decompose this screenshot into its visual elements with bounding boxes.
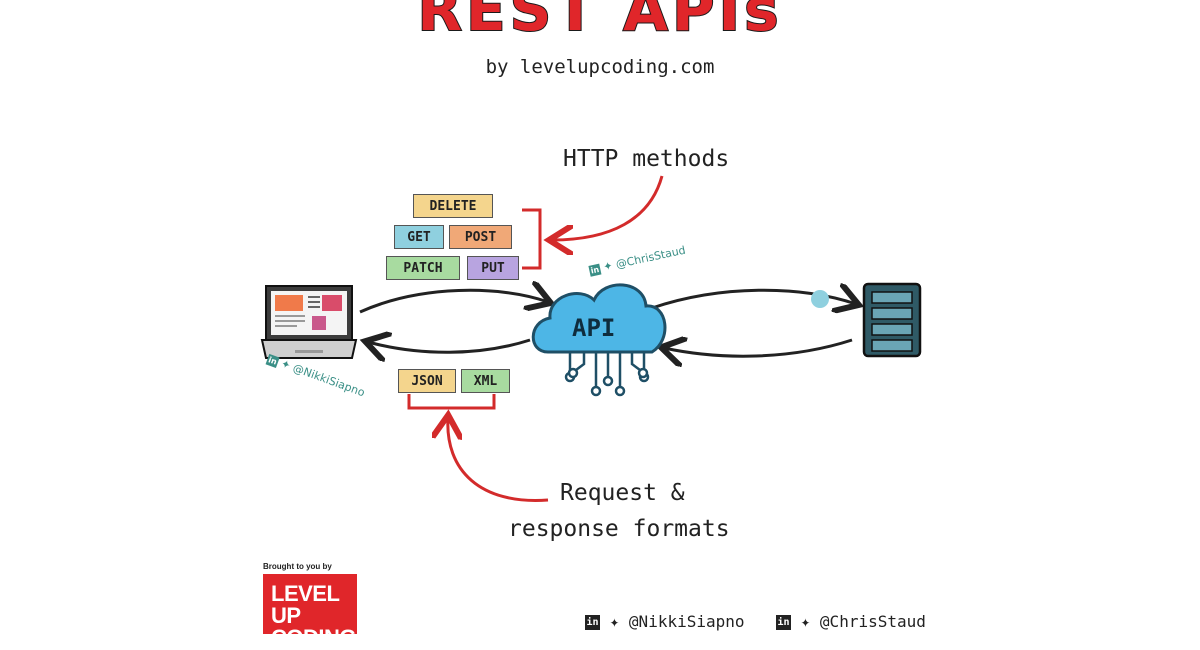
methods-bracket [522,208,542,270]
formats-bracket [407,394,496,410]
api-label: API [572,314,616,342]
server-icon [862,282,922,358]
method-tag-put: PUT [467,256,519,280]
credit-chris: in ✦ @ChrisStaud [776,612,926,631]
api-to-server-arrow [651,290,856,308]
formats-label-line2: response formats [508,516,730,542]
laptop-icon [260,285,358,359]
formats-pointer [448,418,549,502]
brought-to-you-label: Brought to you by [263,562,332,571]
methods-pointer [552,175,664,240]
method-tag-get: GET [394,225,444,249]
format-tag-json: JSON [398,369,456,393]
credit-nikki: in ✦ @NikkiSiapno [585,612,745,631]
method-tag-delete: DELETE [413,194,493,218]
twitter-icon: ✦ [279,356,293,373]
linkedin-icon: in [588,263,602,277]
http-methods-label: HTTP methods [563,146,730,172]
twitter-icon: ✦ [800,612,811,631]
data-dot [811,290,829,308]
response-arrow [368,340,531,352]
method-tag-patch: PATCH [386,256,460,280]
formats-label-line1: Request & [560,480,685,506]
linkedin-icon: in [776,615,791,630]
twitter-icon: ✦ [602,259,614,274]
twitter-icon: ✦ [609,612,620,631]
rest-api-infographic: REST APIs by levelupcoding.com [260,0,926,634]
request-arrow [359,290,548,314]
linkedin-icon: in [265,353,280,368]
byline: by levelupcoding.com [485,56,715,78]
diagram-arrows [260,175,922,502]
method-tag-post: POST [449,225,512,249]
api-cloud-icon [531,283,667,397]
level-up-coding-logo: LEVEL UP CODING [263,574,357,649]
page-title: REST APIs [416,0,783,45]
format-tag-xml: XML [461,369,510,393]
linkedin-icon: in [585,615,600,630]
server-to-api-arrow [664,340,853,356]
